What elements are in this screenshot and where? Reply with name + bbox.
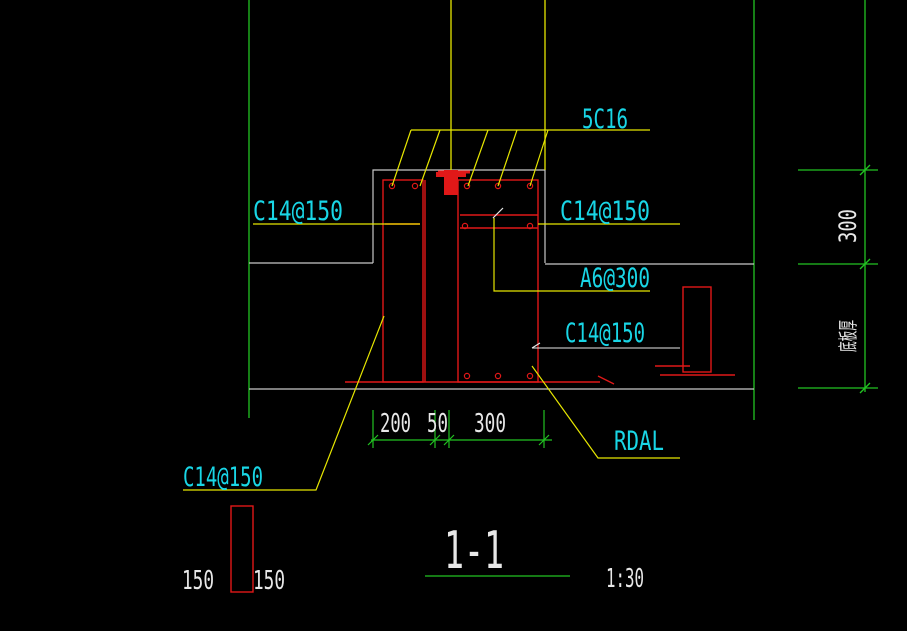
detail-dimension-left: 150	[182, 566, 214, 596]
inner-bar-leader	[531, 342, 680, 349]
dimension-width-c: 300	[474, 409, 506, 439]
stirrup-label: A6@300	[580, 263, 650, 294]
column-lines	[450, 0, 546, 178]
dimension-width-b: 50	[427, 409, 448, 439]
top-bars-label: 5C16	[582, 104, 628, 135]
right-bars-label: C14@150	[560, 196, 650, 227]
section-title: 1-1	[444, 521, 504, 581]
labels: 5C16 C14@150 C14@150 A6@300 C14@150 C14@…	[182, 104, 862, 596]
dimension-height-top: 300	[834, 209, 862, 243]
waterproof-label: RDAL	[614, 426, 664, 457]
bottom-left-bars-label: C14@150	[183, 462, 263, 493]
rebar-cage	[230, 170, 735, 593]
scale-label: 1:30	[606, 564, 644, 594]
inner-bars-label: C14@150	[565, 318, 645, 349]
dimension-height-bottom: 底板厚	[836, 320, 860, 352]
leader-lines	[183, 129, 680, 491]
detail-dimension-right: 150	[253, 566, 285, 596]
dimension-lines	[367, 410, 552, 448]
rebar-dots	[388, 182, 534, 380]
column-joint-hatch	[436, 170, 466, 195]
wall-outline-lines	[248, 0, 878, 577]
left-bars-label: C14@150	[253, 196, 343, 227]
dimension-width-a: 200	[380, 409, 411, 439]
slab-outline-lines	[249, 169, 754, 390]
